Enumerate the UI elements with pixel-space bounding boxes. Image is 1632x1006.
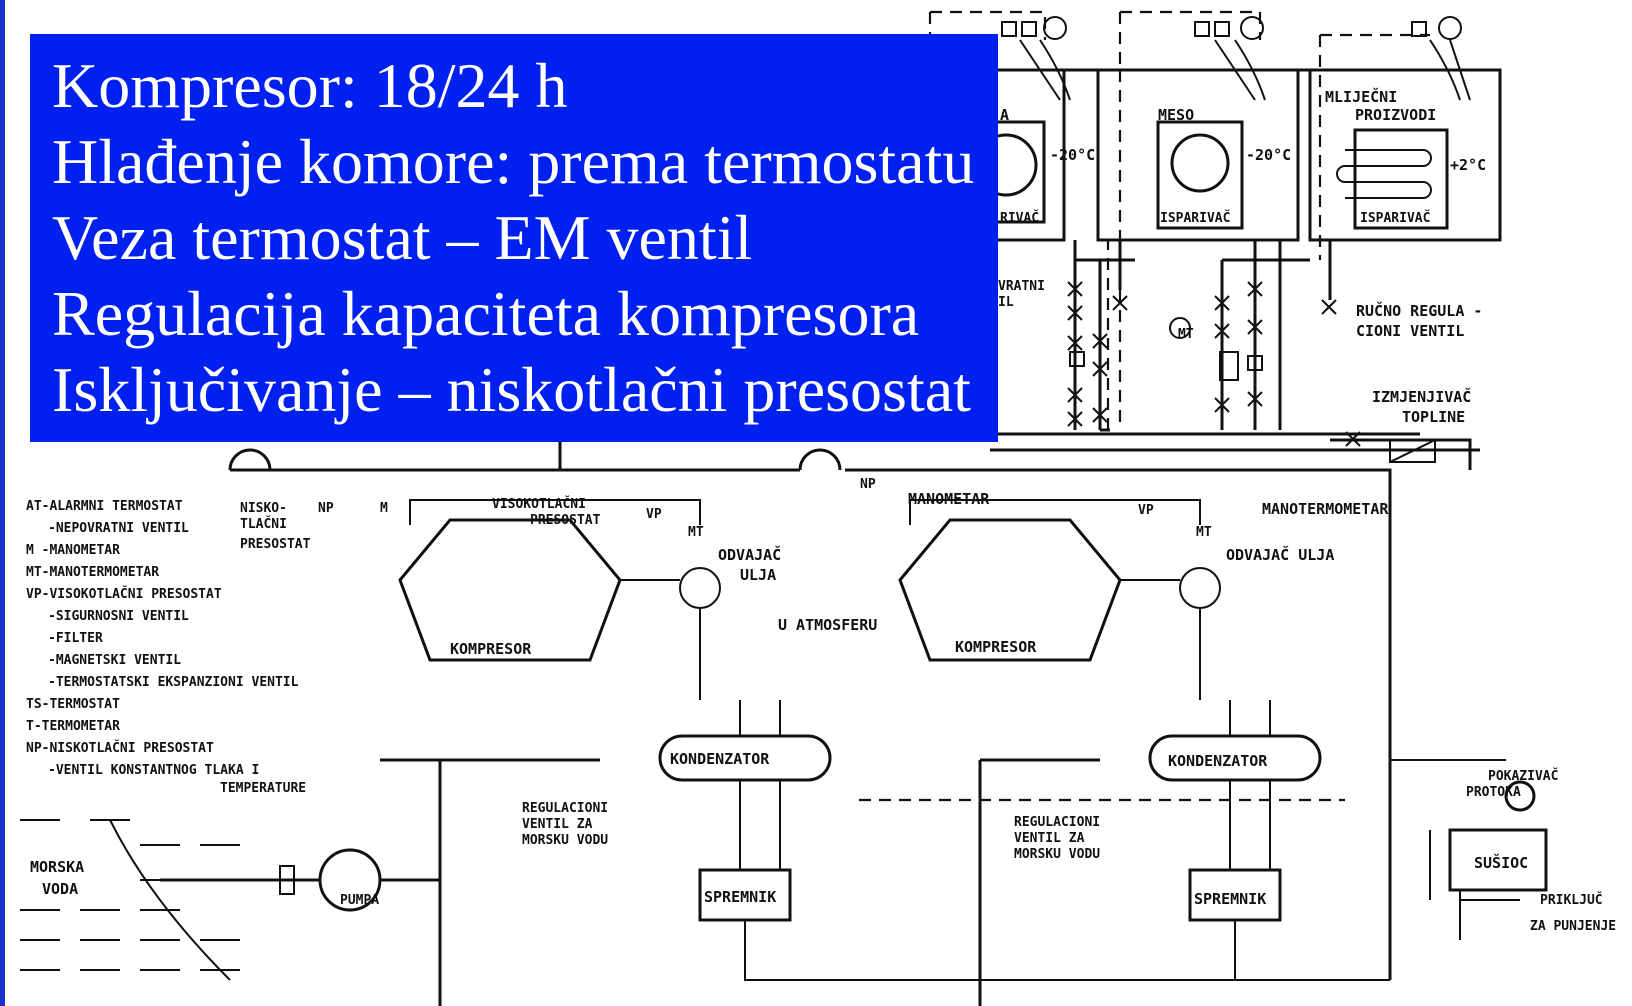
legend-item: MT-MANOTERMOMETAR: [26, 565, 159, 580]
evaporator-label: RIVAČ: [1000, 210, 1039, 226]
niskotlacni-label-2: TLAČNI: [240, 516, 287, 532]
visokotlacni-label: VISOKOTLAČNI: [492, 496, 586, 512]
odvajac-label: ODVAJAČ: [718, 545, 781, 564]
visokotlacni-label-2: PRESOSTAT: [530, 513, 601, 528]
cold-room-box-mlijecni: [1308, 68, 1502, 242]
pump-label: PUMPA: [340, 893, 379, 908]
legend-item: VP-VISOKOTLAČNI PRESOSTAT: [26, 586, 222, 602]
regulacioni-label: REGULACIONI: [1014, 815, 1100, 830]
valve-icon: [1067, 281, 1361, 447]
odvajac-label: ODVAJAČ ULJA: [1226, 545, 1334, 564]
coil-icon: [1336, 149, 1432, 199]
vp-label: VP: [646, 507, 662, 522]
overlay-line: Veza termostat – EM ventil: [52, 202, 753, 273]
receiver-label: SPREMNIK: [1194, 890, 1266, 908]
prikljuc-label-2: ZA PUNJENJE: [1530, 919, 1616, 934]
legend-item: T-TERMOMETAR: [26, 719, 120, 734]
room-temp: -20°C: [1246, 146, 1291, 164]
regulacioni-label: REGULACIONI: [522, 801, 608, 816]
mt-label: MT: [1196, 525, 1212, 540]
dryer-label: SUŠIOC: [1474, 853, 1528, 872]
legend-item: -NEPOVRATNI VENTIL: [48, 521, 189, 536]
prikljuc-label: PRIKLJUČ: [1540, 892, 1603, 908]
summary-overlay: Kompresor: 18/24 h Hlađenje komore: prem…: [30, 34, 998, 442]
nepovratni-label: VRATNI: [998, 279, 1045, 294]
vp-label: VP: [1138, 503, 1154, 518]
atmosfera-label: U ATMOSFERU: [778, 616, 877, 634]
legend-item: NP-NISKOTLAČNI PRESOSTAT: [26, 740, 214, 756]
condenser-2: [1148, 734, 1322, 782]
gauge-icon: [1169, 317, 1191, 339]
overlay-line: Hlađenje komore: prema termostatu: [52, 126, 975, 197]
evaporator-fan-icon: [1170, 133, 1230, 193]
mt-label: MT: [688, 525, 704, 540]
flow-label-2: PROTOKA: [1466, 785, 1521, 800]
oil-separator-2: [1179, 567, 1221, 609]
compressor-label: KOMPRESOR: [955, 638, 1037, 656]
evaporator-mlijecni: [1353, 128, 1449, 230]
izmjenjivac-label: IZMJENJIVAČ: [1372, 387, 1471, 406]
legend-item: TEMPERATURE: [220, 781, 306, 796]
legend-item: TS-TERMOSTAT: [26, 697, 120, 712]
nepovratni-label-2: IL: [998, 295, 1014, 310]
dryer: [1448, 828, 1548, 892]
receiver-label: SPREMNIK: [704, 888, 776, 906]
legend-item: -MAGNETSKI VENTIL: [48, 653, 181, 668]
legend-item: -TERMOSTATSKI EKSPANZIONI VENTIL: [48, 675, 299, 690]
manometar-label: MANOMETAR: [908, 490, 990, 508]
heat-exchanger: [1389, 439, 1436, 463]
flow-indicator: [1504, 780, 1536, 812]
legend-item: -VENTIL KONSTANTNOG TLAKA I: [48, 763, 259, 778]
room-label-meso: MESO: [1158, 106, 1194, 124]
rucno-label-2: CIONI VENTIL: [1356, 322, 1464, 340]
rucno-label: RUČNO REGULA -: [1356, 301, 1482, 320]
condenser-label: KONDENZATOR: [670, 750, 770, 768]
room-temp: -20°C: [1050, 146, 1095, 164]
manotermometar-label: MANOTERMOMETAR: [1262, 500, 1389, 518]
niskotlacni-label: NISKO-: [240, 501, 287, 516]
filter-icon: [279, 865, 295, 895]
overlay-line: Regulacija kapaciteta kompresora: [52, 278, 920, 349]
regulacioni-label-3: MORSKU VODU: [1014, 847, 1100, 862]
legend-item: -SIGURNOSNI VENTIL: [48, 609, 189, 624]
odvajac-label-2: ULJA: [740, 566, 776, 584]
regulacioni-label-2: VENTIL ZA: [522, 817, 593, 832]
seawater-label-2: VODA: [42, 880, 78, 898]
np-label: NP: [860, 477, 876, 492]
flow-label: POKAZIVAČ: [1488, 768, 1559, 784]
room-label-1: A: [1000, 106, 1009, 124]
evaporator-meso: [1156, 120, 1244, 230]
thermostat-icon: [1001, 16, 1471, 101]
condenser-label: KONDENZATOR: [1168, 752, 1268, 770]
oil-separator-1: [679, 567, 721, 609]
sea-surface: [109, 819, 231, 981]
np-label: NP: [318, 501, 334, 516]
room-label-mlijecni-2: PROIZVODI: [1355, 106, 1436, 124]
compressor-1: [398, 518, 622, 662]
regulacioni-label-3: MORSKU VODU: [522, 833, 608, 848]
legend-item: AT-ALARMNI TERMOSTAT: [26, 499, 183, 514]
regulacioni-label-2: VENTIL ZA: [1014, 831, 1085, 846]
slide-left-edge: [0, 0, 5, 1006]
condenser-1: [658, 734, 832, 782]
room-temp: +2°C: [1450, 156, 1486, 174]
pump: [318, 848, 382, 912]
legend-item: M -MANOMETAR: [26, 543, 120, 558]
evaporator-label: ISPARIVAČ: [1360, 210, 1431, 226]
izmjenjivac-label-2: TOPLINE: [1402, 408, 1465, 426]
room-label-mlijecni: MLIJEČNI: [1325, 87, 1397, 106]
cold-room-box-meso: [1096, 68, 1300, 242]
compressor-label: KOMPRESOR: [450, 640, 532, 658]
mt-label: MT: [1178, 327, 1194, 342]
legend-item: -FILTER: [48, 631, 103, 646]
niskotlacni-label-3: PRESOSTAT: [240, 537, 311, 552]
evaporator-label: ISPARIVAČ: [1160, 210, 1231, 226]
m-label: M: [380, 501, 388, 516]
overlay-line: Isključivanje – niskotlačni presostat: [52, 354, 971, 425]
seawater-label: MORSKA: [30, 858, 84, 876]
overlay-line: Kompresor: 18/24 h: [52, 50, 568, 121]
